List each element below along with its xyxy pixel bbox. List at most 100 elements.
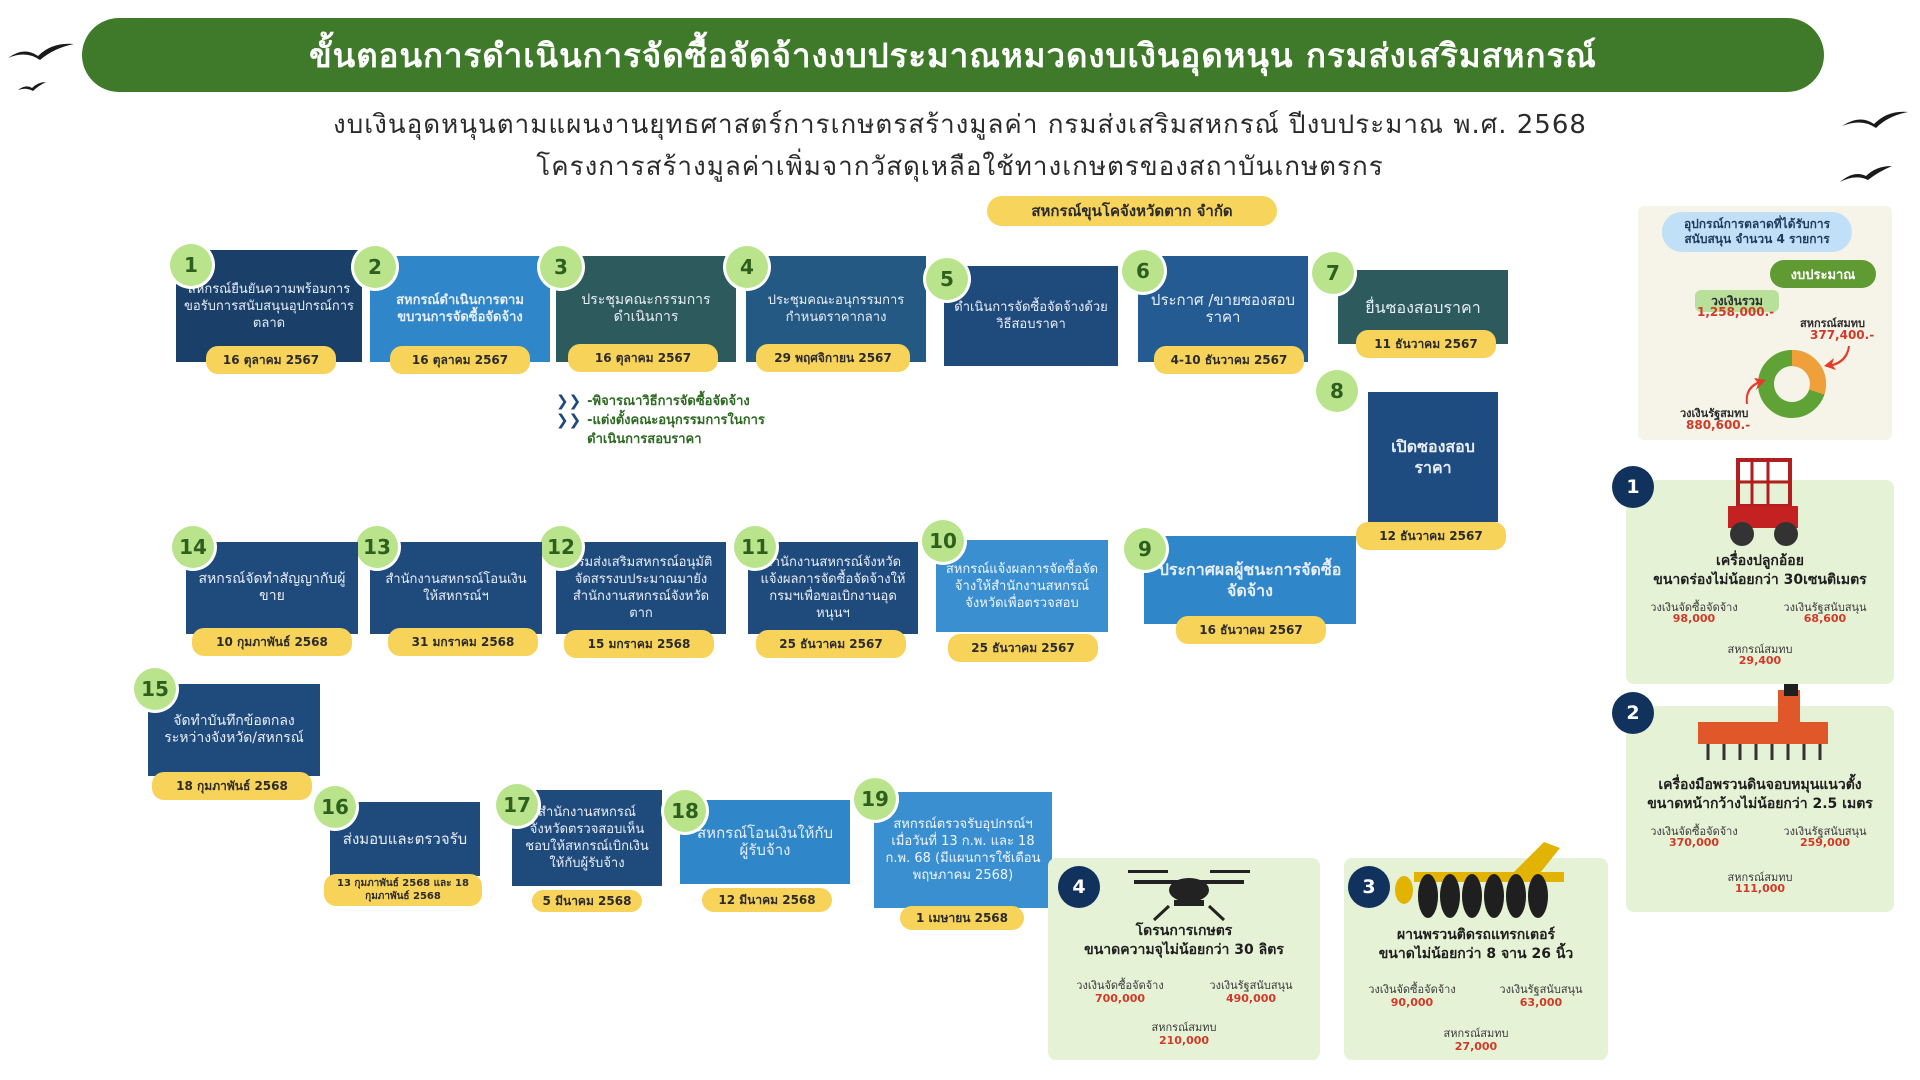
step-date: 31 มกราคม 2568 [388, 628, 538, 656]
budget-label: งบประมาณ [1770, 260, 1876, 288]
gov-support-label: วงเงินรัฐสนับสนุน [1499, 983, 1583, 996]
coop-contribution-label: สหกรณ์สมทบ [1151, 1021, 1217, 1034]
procurement-value: 98,000 [1672, 612, 1716, 625]
equipment-name: ผานพรวนติดรถแทรกเตอร์ [1396, 927, 1556, 943]
budget-header: อุปกรณ์การตลาดที่ได้รับการสนับสนุน จำนวน… [1662, 212, 1852, 252]
step-text: ดำเนินการจัดซื้อจัดจ้างด้วยวิธีสอบราคา [944, 266, 1118, 366]
gov-support-label: วงเงินรัฐสมทบ [1680, 407, 1749, 420]
step-number: 10 [922, 520, 964, 562]
step-text: จัดทำบันทึกข้อตกลงระหว่างจังหวัด/สหกรณ์ [148, 684, 320, 776]
step-date: 4-10 ธันวาคม 2567 [1154, 346, 1304, 374]
subtitle-project: โครงการสร้างมูลค่าเพิ่มจากวัสดุเหลือใช้ท… [536, 152, 1384, 182]
step-text: สหกรณ์โอนเงินให้กับผู้รับจ้าง [680, 800, 850, 884]
arrow-icon [1745, 378, 1766, 404]
equipment-spec: ขนาดไม่น้อยกว่า 8 จาน 26 นิ้ว [1378, 946, 1574, 962]
equipment-number: 1 [1612, 466, 1654, 508]
step-date: 25 ธันวาคม 2567 [756, 630, 906, 658]
step-text: ส่งมอบและตรวจรับ [330, 802, 480, 876]
double-chevron-icon: ❯❯ [556, 411, 582, 429]
step-date: 11 ธันวาคม 2567 [1356, 330, 1496, 358]
gov-support-value: 68,600 [1803, 612, 1847, 625]
step-date: 10 กุมภาพันธ์ 2568 [192, 628, 352, 656]
step-date: 5 มีนาคม 2568 [532, 890, 642, 912]
procurement-value: 700,000 [1094, 992, 1146, 1005]
equipment-spec: ขนาดความจุไม่น้อยกว่า 30 ลิตร [1084, 942, 1284, 958]
step-date: 15 มกราคม 2568 [564, 630, 714, 658]
step-date: 16 ตุลาคม 2567 [390, 346, 530, 374]
step-text: สหกรณ์แจ้งผลการจัดซื้อจัดจ้างให้สำนักงาน… [936, 540, 1108, 632]
step-date: 18 กุมภาพันธ์ 2568 [152, 772, 312, 800]
procurement-label: วงเงินจัดซื้อจัดจ้าง [1368, 983, 1456, 996]
coop-contribution-label: สหกรณ์สมทบ [1727, 871, 1793, 884]
step-date: 13 กุมภาพันธ์ 2568 และ 18 กุมภาพันธ์ 256… [324, 874, 482, 906]
step-date: 16 ตุลาคม 2567 [206, 346, 336, 374]
equipment-card-3: 3 ผานพรวนติดรถแทรกเตอร์ ขนาดไม่น้อยกว่า … [1344, 842, 1608, 1060]
page-title: ขั้นตอนการดำเนินการจัดซื้อจัดจ้างงบประมา… [82, 18, 1824, 92]
step-text: สำนักงานสหกรณ์จังหวัดแจ้งผลการจัดซื้อจัด… [748, 542, 918, 634]
gov-support-label: วงเงินรัฐสนับสนุน [1209, 979, 1293, 992]
step-number: 17 [496, 784, 538, 826]
step-number: 8 [1316, 370, 1358, 412]
step-date: 25 ธันวาคม 2567 [948, 634, 1098, 662]
step-text: สหกรณ์จัดทำสัญญากับผู้ขาย [186, 542, 358, 634]
step-number: 1 [170, 244, 212, 286]
coop-contribution-label: สหกรณ์สมทบ [1727, 643, 1793, 656]
equipment-spec: ขนาดหน้ากว้างไม่น้อยกว่า 2.5 เมตร [1647, 796, 1873, 812]
equipment-card-2: 2 เครื่องมือพรวนดินจอบหมุนแนวตั้ง ขนาดหน… [1612, 684, 1894, 912]
step-text: ประกาศผลผู้ชนะการจัดซื้อจัดจ้าง [1144, 536, 1356, 624]
coop-contribution-value: 111,000 [1734, 882, 1786, 895]
arrow-icon [1824, 346, 1850, 370]
step-text: สำนักงานสหกรณ์โอนเงินให้สหกรณ์ฯ [370, 542, 542, 634]
budget-donut [1758, 350, 1826, 418]
equipment-number: 3 [1348, 866, 1390, 908]
step-number: 7 [1312, 252, 1354, 294]
step-text: สหกรณ์ดำเนินการตามขบวนการจัดซื้อจัดจ้าง [370, 256, 550, 362]
cooperative-label: สหกรณ์ขุนโคจังหวัดตาก จำกัด [987, 196, 1277, 226]
gov-support-value: 490,000 [1225, 992, 1277, 1005]
subtitle-program: งบเงินอุดหนุนตามแผนงานยุทธศาสตร์การเกษตร… [333, 110, 1587, 140]
equipment-number: 4 [1058, 866, 1100, 908]
step-text: กรมส่งเสริมสหกรณ์อนุมัติจัดสรรงบประมาณมา… [556, 542, 726, 634]
total-budget-label: วงเงินรวม [1695, 290, 1779, 312]
step-number: 5 [926, 258, 968, 300]
gov-support-value: 880,600.- [1686, 418, 1751, 432]
step-number: 16 [314, 786, 356, 828]
agricultural-drone-icon [1128, 870, 1250, 922]
step-date: 12 มีนาคม 2568 [702, 888, 832, 912]
step-text: ประกาศ /ขายซองสอบราคา [1138, 256, 1308, 362]
equipment-spec: ขนาดร่องไม่น้อยกว่า 30เซนติเมตร [1653, 572, 1867, 588]
step-number: 19 [854, 778, 896, 820]
procurement-label: วงเงินจัดซื้อจัดจ้าง [1650, 601, 1738, 614]
step-date: 12 ธันวาคม 2567 [1356, 522, 1506, 550]
bird-icon [1840, 111, 1908, 182]
gov-support-value: 259,000 [1799, 836, 1851, 849]
step-date: 16 ตุลาคม 2567 [568, 344, 718, 372]
bird-icon [8, 43, 74, 91]
step-number: 9 [1124, 528, 1166, 570]
step-number: 15 [134, 668, 176, 710]
coop-contribution-value: 27,000 [1454, 1040, 1498, 1053]
double-chevron-icon: ❯❯ [556, 392, 582, 410]
step-date: 29 พฤศจิกายน 2567 [756, 344, 910, 372]
step-number: 14 [172, 526, 214, 568]
coop-contribution-label: สหกรณ์สมทบ [1800, 317, 1865, 330]
gov-support-label: วงเงินรัฐสนับสนุน [1783, 825, 1867, 838]
procurement-value: 370,000 [1668, 836, 1720, 849]
equipment-number: 2 [1612, 692, 1654, 734]
step-text: สหกรณ์ตรวจรับอุปกรณ์ฯ เมื่อวันที่ 13 ก.พ… [874, 792, 1052, 908]
step-number: 18 [664, 790, 706, 832]
coop-contribution-value: 210,000 [1158, 1034, 1210, 1047]
procurement-value: 90,000 [1390, 996, 1434, 1009]
step-3-notes: ❯❯-พิจารณาวิธีการจัดซื้อจัดจ้าง ❯❯-แต่งต… [556, 392, 765, 447]
step-number: 6 [1122, 250, 1164, 292]
step-date: 1 เมษายน 2568 [900, 906, 1024, 930]
equipment-name: เครื่องมือพรวนดินจอบหมุนแนวตั้ง [1658, 777, 1862, 793]
step-text: เปิดซองสอบราคา [1368, 392, 1498, 522]
disc-harrow-icon [1395, 842, 1564, 918]
gov-support-value: 63,000 [1519, 996, 1563, 1009]
procurement-label: วงเงินจัดซื้อจัดจ้าง [1076, 979, 1164, 992]
step-number: 4 [726, 246, 768, 288]
coop-contribution-label: สหกรณ์สมทบ [1443, 1027, 1509, 1040]
equipment-name: เครื่องปลูกอ้อย [1716, 553, 1804, 569]
step-number: 2 [354, 246, 396, 288]
